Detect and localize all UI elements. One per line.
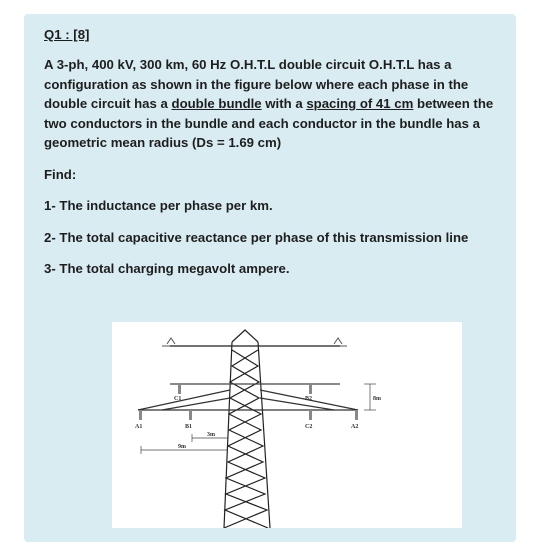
find-item-3: 3- The total charging megavolt ampere.: [44, 261, 290, 277]
intro-underlined-double-bundle: double bundle: [171, 96, 262, 112]
question-text-block: Q1 : [8] A 3-ph, 400 kV, 300 km, 60 Hz O…: [44, 26, 504, 279]
ground-wire-left-icon: [162, 337, 180, 347]
label-dim-3m: 3m: [207, 432, 215, 438]
insulator-c2: [309, 410, 312, 420]
label-dim-8m: 8m: [373, 396, 381, 402]
intro-text-2: with a: [261, 96, 307, 112]
label-a2: A2: [351, 424, 358, 430]
find-item-2: 2- The total capacitive reactance per ph…: [44, 229, 469, 245]
label-c2: C2: [305, 424, 312, 430]
ground-wire-right-icon: [329, 337, 347, 347]
intro-underlined-spacing: spacing of 41 cm: [306, 96, 414, 112]
insulator-b1: [189, 410, 192, 420]
insulator-b2: [309, 384, 312, 394]
lower-cross-arm: [137, 389, 359, 411]
insulator-a2: [355, 410, 358, 420]
intro-text-1: A 3-ph, 400 kV, 300 km, 60 Hz O.H.T.L do…: [44, 57, 469, 112]
question-intro: A 3-ph, 400 kV, 300 km, 60 Hz O.H.T.L do…: [44, 55, 504, 153]
find-label: Find:: [44, 166, 77, 182]
label-dim-9m: 9m: [178, 444, 186, 450]
insulator-a1: [139, 410, 142, 420]
tower-lattice-mast: [223, 329, 271, 528]
label-c1: C1: [174, 396, 181, 402]
intro-text-3: between the two conductors in the bundle…: [44, 96, 494, 151]
dimension-8m: [364, 383, 376, 411]
tower-configuration-figure: C1 B2 A1 B1 C2 A2 3m 9m 8m: [112, 322, 462, 528]
label-b1: B1: [185, 424, 192, 430]
dimension-9m: [140, 446, 228, 454]
find-item-1: 1- The inductance per phase per km.: [44, 197, 273, 213]
insulator-c1: [178, 384, 181, 394]
label-a1: A1: [135, 424, 142, 430]
transmission-tower-diagram: C1 B2 A1 B1 C2 A2 3m 9m 8m: [135, 329, 381, 528]
label-b2: B2: [305, 396, 312, 402]
dimension-3m: [191, 434, 228, 442]
question-label: Q1 : [8]: [44, 27, 90, 42]
